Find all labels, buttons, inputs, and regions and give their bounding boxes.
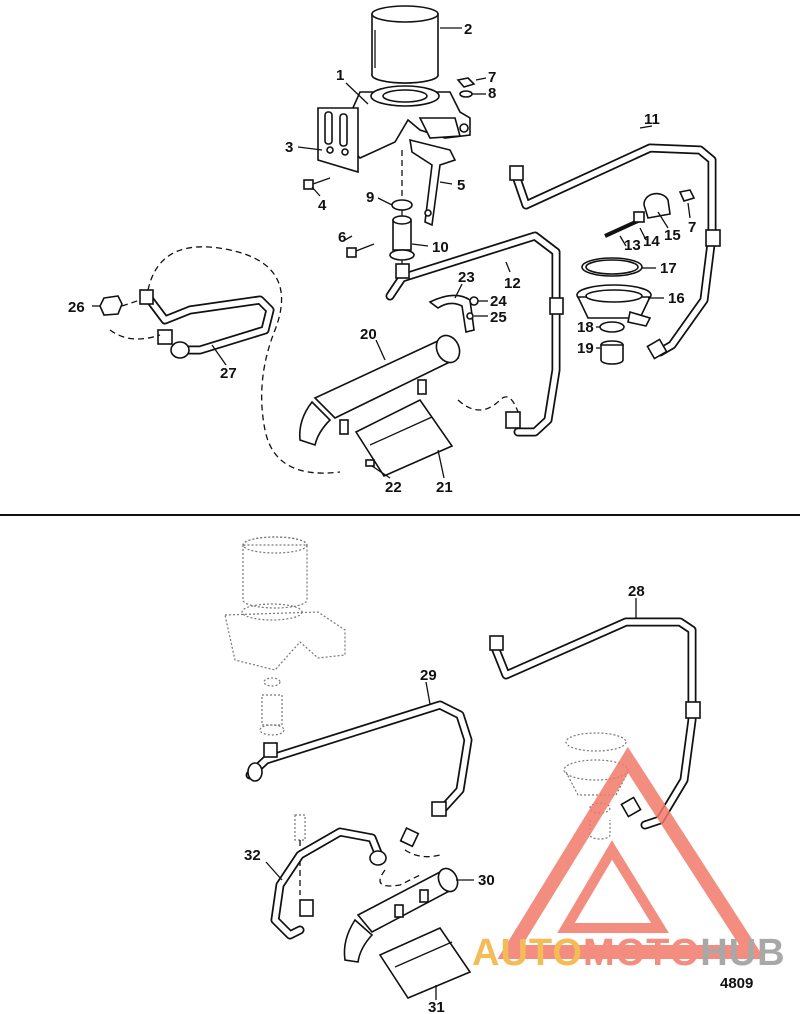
watermark-logo: AUTOMOTOHUB [472, 746, 786, 974]
hose-32 [270, 827, 420, 940]
callout-31: 31 [428, 999, 445, 1014]
callout-7b: 7 [688, 219, 696, 236]
callout-3: 3 [285, 139, 293, 156]
callouts: 1 2 3 4 5 6 7 8 9 10 11 12 13 14 15 7 17… [68, 21, 753, 1014]
callout-17: 17 [660, 260, 677, 277]
callout-9: 9 [366, 189, 374, 206]
callout-28: 28 [628, 583, 645, 600]
callout-16: 16 [668, 290, 685, 307]
tube-11 [509, 143, 721, 360]
callout-23: 23 [458, 269, 475, 286]
triangle-logo-icon [497, 746, 765, 959]
callout-6: 6 [338, 229, 346, 246]
callout-25: 25 [490, 309, 507, 326]
callout-32: 32 [244, 847, 261, 864]
callout-15: 15 [664, 227, 681, 244]
support-arm [409, 138, 457, 227]
callout-21: 21 [436, 479, 453, 496]
screw-6 [346, 243, 375, 258]
housing-16 [576, 284, 652, 327]
callout-13: 13 [624, 237, 641, 254]
nut-24 [469, 296, 479, 306]
callout-14: 14 [643, 233, 660, 250]
tube-29 [245, 700, 473, 817]
callout-29: 29 [420, 667, 437, 684]
clamp-23 [428, 294, 475, 333]
callout-5: 5 [457, 177, 465, 194]
watermark-hub: HUB [700, 932, 785, 974]
callout-22: 22 [385, 479, 402, 496]
callout-2: 2 [464, 21, 472, 38]
fitting-26 [99, 295, 123, 316]
watermark-moto: MOTO [583, 932, 700, 974]
watermark-auto: AUTO [472, 932, 583, 974]
callout-10: 10 [432, 239, 449, 256]
callout-24: 24 [490, 293, 507, 310]
callout-19: 19 [577, 340, 594, 357]
washer-8 [459, 90, 473, 98]
callout-20: 20 [360, 326, 377, 343]
callout-1: 1 [336, 67, 344, 84]
cup-19 [600, 340, 624, 365]
figure-number: 4809 [720, 975, 753, 992]
callout-7: 7 [488, 69, 496, 86]
heat-exchanger-20 [298, 334, 461, 447]
mounting-bracket [351, 85, 471, 159]
tube-12 [385, 231, 564, 437]
callout-12: 12 [504, 275, 521, 292]
clamp-31 [378, 926, 472, 999]
leaders [92, 27, 691, 1000]
callout-11: 11 [644, 111, 660, 128]
clamp-set [604, 189, 696, 238]
upper-assembly [99, 5, 721, 478]
lower-assembly [224, 536, 701, 999]
washer-25 [466, 312, 474, 320]
nut-7 [456, 77, 476, 88]
slotted-plate [317, 107, 359, 174]
callout-18: 18 [577, 319, 594, 336]
callout-26: 26 [68, 299, 85, 316]
heat-exchanger-30 [343, 867, 459, 963]
callout-30: 30 [478, 872, 495, 889]
fitting-small [294, 814, 306, 895]
tube-28 [489, 617, 701, 830]
hose-27 [139, 289, 275, 359]
ring-18 [599, 321, 625, 333]
callout-8: 8 [488, 85, 496, 102]
bolt-4 [303, 177, 331, 190]
svg-text:AUTOMOTOHUB: AUTOMOTOHUB [472, 932, 786, 974]
filter-canister [371, 5, 439, 84]
screw-22 [365, 459, 375, 467]
washer-9 [391, 199, 413, 211]
callout-4: 4 [318, 197, 327, 214]
callout-27: 27 [220, 365, 237, 382]
fitting-10 [389, 215, 415, 261]
ghost-canister [224, 536, 346, 736]
